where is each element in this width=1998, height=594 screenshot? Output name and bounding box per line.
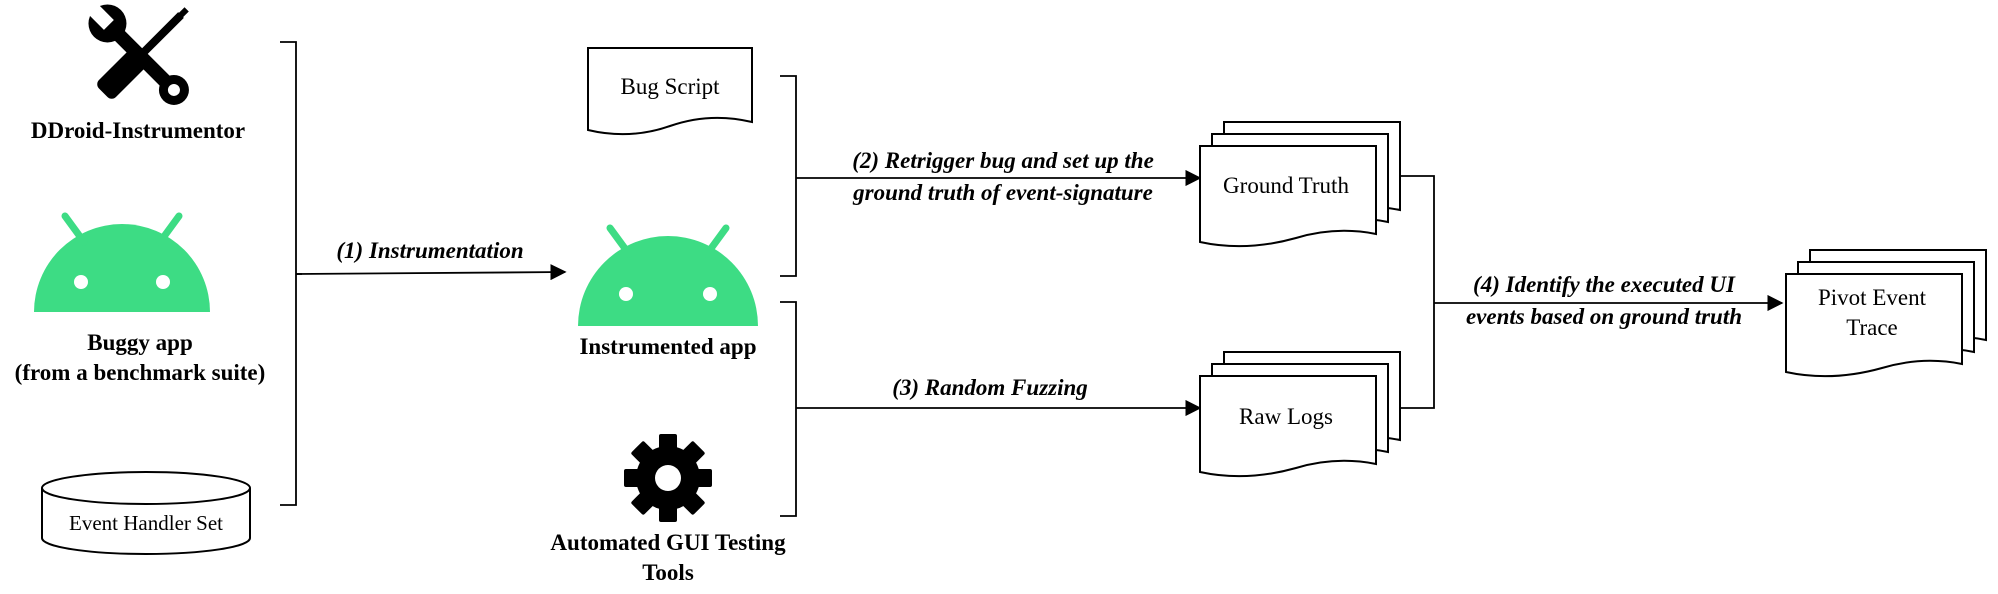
android-icon — [34, 212, 210, 312]
step4-label: (4) Identify the executed UI — [1473, 272, 1736, 297]
testing-tools-label: Automated GUI Testing — [550, 530, 786, 555]
pivot-trace-label-2: Trace — [1846, 315, 1898, 340]
lower-middle-bracket — [780, 301, 797, 517]
step3-label: (3) Random Fuzzing — [892, 375, 1088, 400]
step2-label: (2) Retrigger bug and set up the — [852, 148, 1154, 173]
database-icon — [41, 471, 251, 555]
stacked-documents-icon — [1785, 249, 1987, 378]
upper-middle-bracket — [780, 75, 797, 277]
instrumentor-label: DDroid-Instrumentor — [31, 118, 245, 143]
document-icon — [587, 47, 753, 136]
step2-label-2: ground truth of event-signature — [852, 180, 1153, 205]
raw-logs-label: Raw Logs — [1239, 404, 1333, 429]
step1-label: (1) Instrumentation — [336, 238, 523, 263]
testing-tools-label-2: Tools — [642, 560, 694, 585]
merge-bracket — [1400, 175, 1435, 409]
pivot-trace-label: Pivot Event — [1818, 285, 1927, 310]
android-icon — [578, 224, 758, 326]
instrumentation-arrow — [295, 264, 567, 281]
wrench-screwdriver-icon — [85, 1, 189, 105]
step4-label-2: events based on ground truth — [1466, 304, 1742, 329]
gear-icon — [624, 434, 712, 522]
stacked-documents-icon — [1199, 121, 1401, 248]
event-handler-set-label: Event Handler Set — [69, 511, 223, 535]
bug-script-label: Bug Script — [620, 74, 720, 99]
instrumented-app-label: Instrumented app — [579, 334, 756, 359]
stacked-documents-icon — [1199, 351, 1401, 478]
buggy-app-sublabel: (from a benchmark suite) — [15, 360, 266, 385]
ground-truth-label: Ground Truth — [1223, 173, 1349, 198]
buggy-app-label: Buggy app — [87, 330, 192, 355]
